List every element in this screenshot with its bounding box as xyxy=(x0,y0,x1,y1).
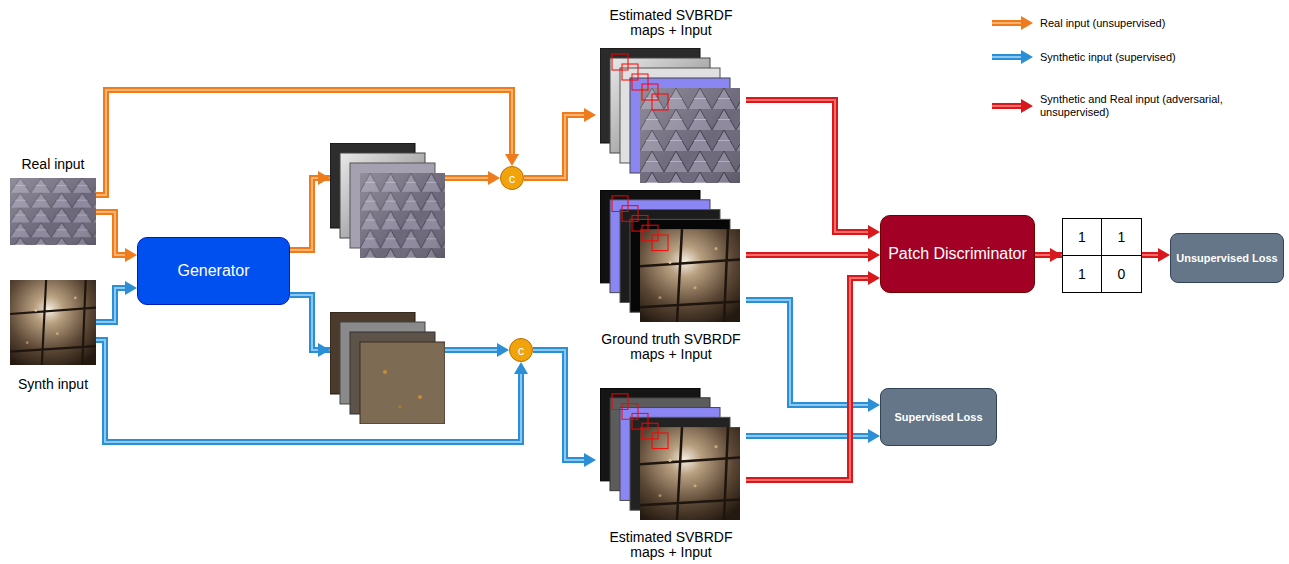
flow-arrow xyxy=(746,271,880,480)
legend-entry: Synthetic input (supervised) xyxy=(990,50,1285,64)
flow-arrow xyxy=(96,281,137,322)
node-label: c xyxy=(518,344,525,357)
discriminator-box: Patch Discriminator xyxy=(880,215,1035,293)
node-label: Synth input xyxy=(10,376,96,392)
input-image: Real input xyxy=(10,156,96,245)
real-input-image xyxy=(10,178,96,245)
loss-box: Supervised Loss xyxy=(880,388,997,446)
arrow-line xyxy=(746,100,868,232)
legend-arrow xyxy=(990,99,1034,113)
arrow-head xyxy=(318,171,330,185)
svbrdf-stack-image xyxy=(600,190,740,322)
arrow-head xyxy=(1050,248,1062,262)
synth-input-image xyxy=(10,280,96,365)
matrix-cell: 1 xyxy=(1102,219,1141,256)
arrow-line-core xyxy=(96,340,521,442)
legend-arrow-head xyxy=(1021,50,1033,64)
input-image: Synth input xyxy=(10,280,96,392)
arrow-head xyxy=(514,362,528,374)
legend-arrow xyxy=(990,50,1034,64)
legend-label: Synthetic input (supervised) xyxy=(1040,51,1176,64)
legend-arrow-line xyxy=(992,20,1022,26)
node-label: Unsupervised Loss xyxy=(1176,252,1277,264)
output-matrix: 1110 xyxy=(1062,218,1142,293)
arrow-line xyxy=(96,212,125,255)
arrow-line-core xyxy=(746,254,868,256)
node-label: Patch Discriminator xyxy=(888,245,1027,263)
arrow-line-core xyxy=(533,350,584,460)
legend-arrow-line xyxy=(992,103,1022,109)
flow-arrow xyxy=(96,212,137,262)
arrow-head xyxy=(868,225,880,239)
legend-arrow-line xyxy=(992,54,1022,60)
concat-circle: c xyxy=(509,338,533,362)
arrow-head xyxy=(868,429,880,443)
arrow-line xyxy=(524,115,584,178)
flow-arrow xyxy=(746,429,880,443)
legend-label: Synthetic and Real input (adversarial, u… xyxy=(1040,93,1285,119)
node-label: Real input xyxy=(10,156,96,172)
node-label: Estimated SVBRDF maps + Input xyxy=(596,530,746,560)
arrow-head xyxy=(125,248,137,262)
arrow-line-core xyxy=(746,100,868,232)
arrow-line xyxy=(746,278,868,480)
node-label: Estimated SVBRDF maps + Input xyxy=(596,8,746,38)
legend-arrow-head xyxy=(1021,16,1033,30)
node-label: Generator xyxy=(177,262,249,280)
flow-arrow xyxy=(746,100,880,239)
legend-arrow-head xyxy=(1021,99,1033,113)
arrow-head xyxy=(505,154,519,166)
arrow-line xyxy=(96,340,521,442)
estimated-maps-stack xyxy=(330,312,445,424)
arrow-head xyxy=(488,171,500,185)
flow-arrow xyxy=(746,300,880,412)
legend-arrow-core xyxy=(992,56,1022,58)
legend: Real input (unsupervised) Synthetic input… xyxy=(990,0,1285,120)
legend-arrow-core xyxy=(992,105,1022,107)
node-label: c xyxy=(509,172,516,185)
arrow-line-core xyxy=(96,212,125,255)
svbrdf-stack: Estimated SVBRDF maps + Input xyxy=(596,8,746,183)
arrow-head xyxy=(868,271,880,285)
arrow-head xyxy=(584,108,596,122)
flow-arrow xyxy=(524,108,596,178)
matrix-cell: 0 xyxy=(1102,256,1141,293)
flow-arrow xyxy=(746,248,880,262)
node-label: Ground truth SVBRDF maps + Input xyxy=(596,332,746,362)
arrow-head xyxy=(868,248,880,262)
arrow-line xyxy=(533,350,584,460)
estimated-maps-stack xyxy=(330,143,445,258)
arrow-line xyxy=(96,288,125,322)
svbrdf-stack-image xyxy=(600,48,740,183)
matrix-cell: 1 xyxy=(1063,256,1102,293)
arrow-line-core xyxy=(96,288,125,322)
arrow-head xyxy=(1158,248,1170,262)
arrow-line xyxy=(746,252,868,258)
arrow-line-core xyxy=(746,278,868,480)
concat-circle: c xyxy=(500,166,524,190)
matrix-cell: 1 xyxy=(1063,219,1102,256)
flow-arrow xyxy=(96,340,528,442)
legend-entry: Real input (unsupervised) xyxy=(990,16,1285,30)
flow-arrow xyxy=(533,350,596,467)
legend-arrow-core xyxy=(992,22,1022,24)
arrow-head xyxy=(318,343,330,357)
node-label: Supervised Loss xyxy=(894,411,982,423)
arrow-head xyxy=(497,343,509,357)
legend-arrow xyxy=(990,16,1034,30)
arrow-head xyxy=(868,398,880,412)
generator-box: Generator xyxy=(137,237,290,305)
svbrdf-stack: Estimated SVBRDF maps + Input xyxy=(596,388,746,560)
svbrdf-stack: Ground truth SVBRDF maps + Input xyxy=(596,190,746,362)
legend-label: Real input (unsupervised) xyxy=(1040,17,1165,30)
arrow-line-core xyxy=(524,115,584,178)
loss-box: Unsupervised Loss xyxy=(1170,233,1284,283)
svbrdf-stack-image xyxy=(600,388,740,520)
arrow-head xyxy=(584,453,596,467)
arrow-head xyxy=(125,281,137,295)
legend-entry: Synthetic and Real input (adversarial, u… xyxy=(990,93,1285,119)
